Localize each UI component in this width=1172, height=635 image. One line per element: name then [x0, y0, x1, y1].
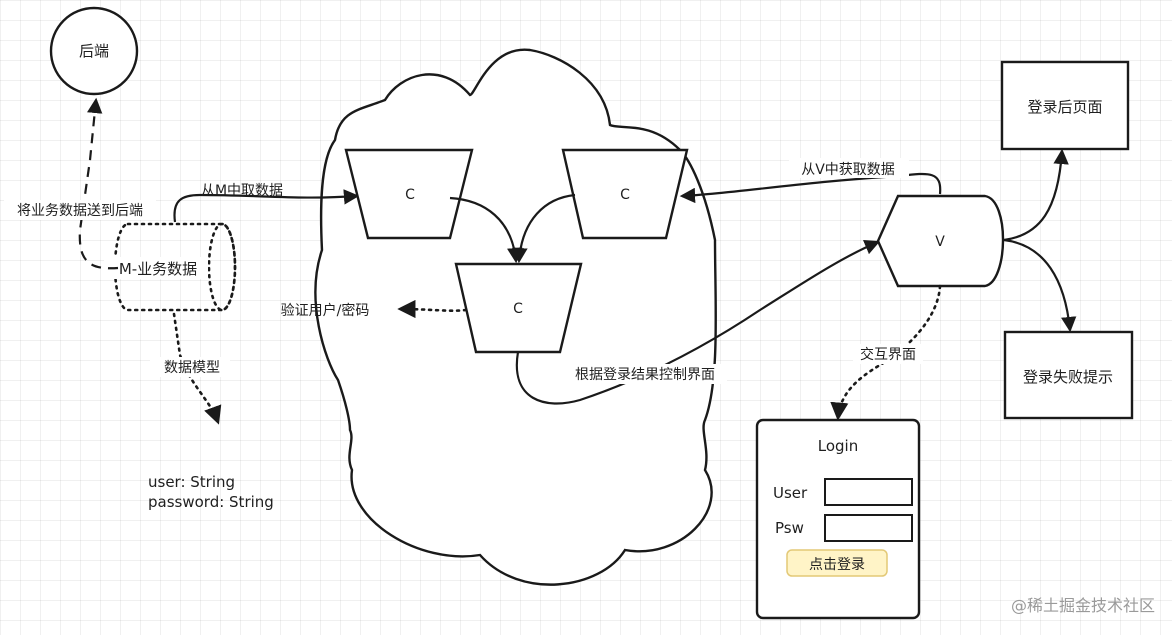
- data-model-label-bg: [150, 357, 230, 377]
- send-to-backend-label: 将业务数据送到后端: [17, 203, 143, 219]
- get-from-model-label: 从M中取数据: [201, 183, 283, 199]
- edge-send-to-backend: [78, 97, 119, 270]
- edge-verify: [397, 299, 468, 319]
- fail-page-node: [1003, 330, 1134, 420]
- edge-view-to-fail: [1003, 238, 1077, 333]
- login-password-label: Psw: [775, 519, 804, 537]
- login-password-input[interactable]: [824, 514, 913, 542]
- view-node: [876, 194, 1005, 288]
- login-user-input[interactable]: [824, 478, 913, 506]
- interaction-label-bg: [853, 344, 923, 364]
- control-view-label-bg: [563, 364, 727, 384]
- edge-control-view: [515, 239, 881, 405]
- controller-left: [344, 148, 474, 240]
- controller-right: [561, 148, 689, 240]
- login-submit-button[interactable]: [786, 549, 888, 577]
- interaction-label: 交互界面: [860, 346, 916, 363]
- edge-data-model: [172, 312, 222, 425]
- model-cylinder: [113, 222, 237, 312]
- controller-middle: [454, 262, 583, 354]
- data-model-label: 数据模型: [164, 360, 220, 376]
- edge-right-to-middle: [512, 193, 576, 264]
- login-submit-label: 点击登录: [809, 557, 865, 573]
- model-label-bg: [104, 257, 208, 279]
- controller-right-label: C: [620, 187, 630, 203]
- watermark: @稀土掘金技术社区: [1011, 596, 1155, 615]
- verify-label: 验证用户/密码: [281, 302, 370, 319]
- model-label: M-业务数据: [119, 260, 197, 278]
- edge-get-from-view: [679, 172, 942, 204]
- success-page-node: [1000, 60, 1130, 151]
- controller-middle-label: C: [513, 301, 523, 317]
- control-view-label: 根据登录结果控制界面: [575, 367, 715, 383]
- controller-left-label: C: [405, 187, 415, 203]
- view-label: V: [935, 234, 945, 250]
- field-password: password: String: [148, 493, 274, 511]
- edge-view-to-success: [1003, 148, 1069, 242]
- backend-node: [49, 6, 139, 96]
- get-from-view-label: 从V中获取数据: [801, 162, 895, 178]
- get-from-view-label-bg: [789, 158, 909, 178]
- fail-page-label: 登录失败提示: [1023, 368, 1113, 386]
- login-title: Login: [818, 437, 858, 455]
- backend-label: 后端: [79, 42, 109, 60]
- edge-get-from-model: [173, 189, 360, 223]
- login-user-label: User: [773, 484, 808, 502]
- edge-interaction: [830, 284, 942, 421]
- success-page-label: 登录后页面: [1027, 98, 1102, 116]
- send-to-backend-label-bg: [4, 200, 156, 220]
- field-user: user: String: [148, 473, 235, 491]
